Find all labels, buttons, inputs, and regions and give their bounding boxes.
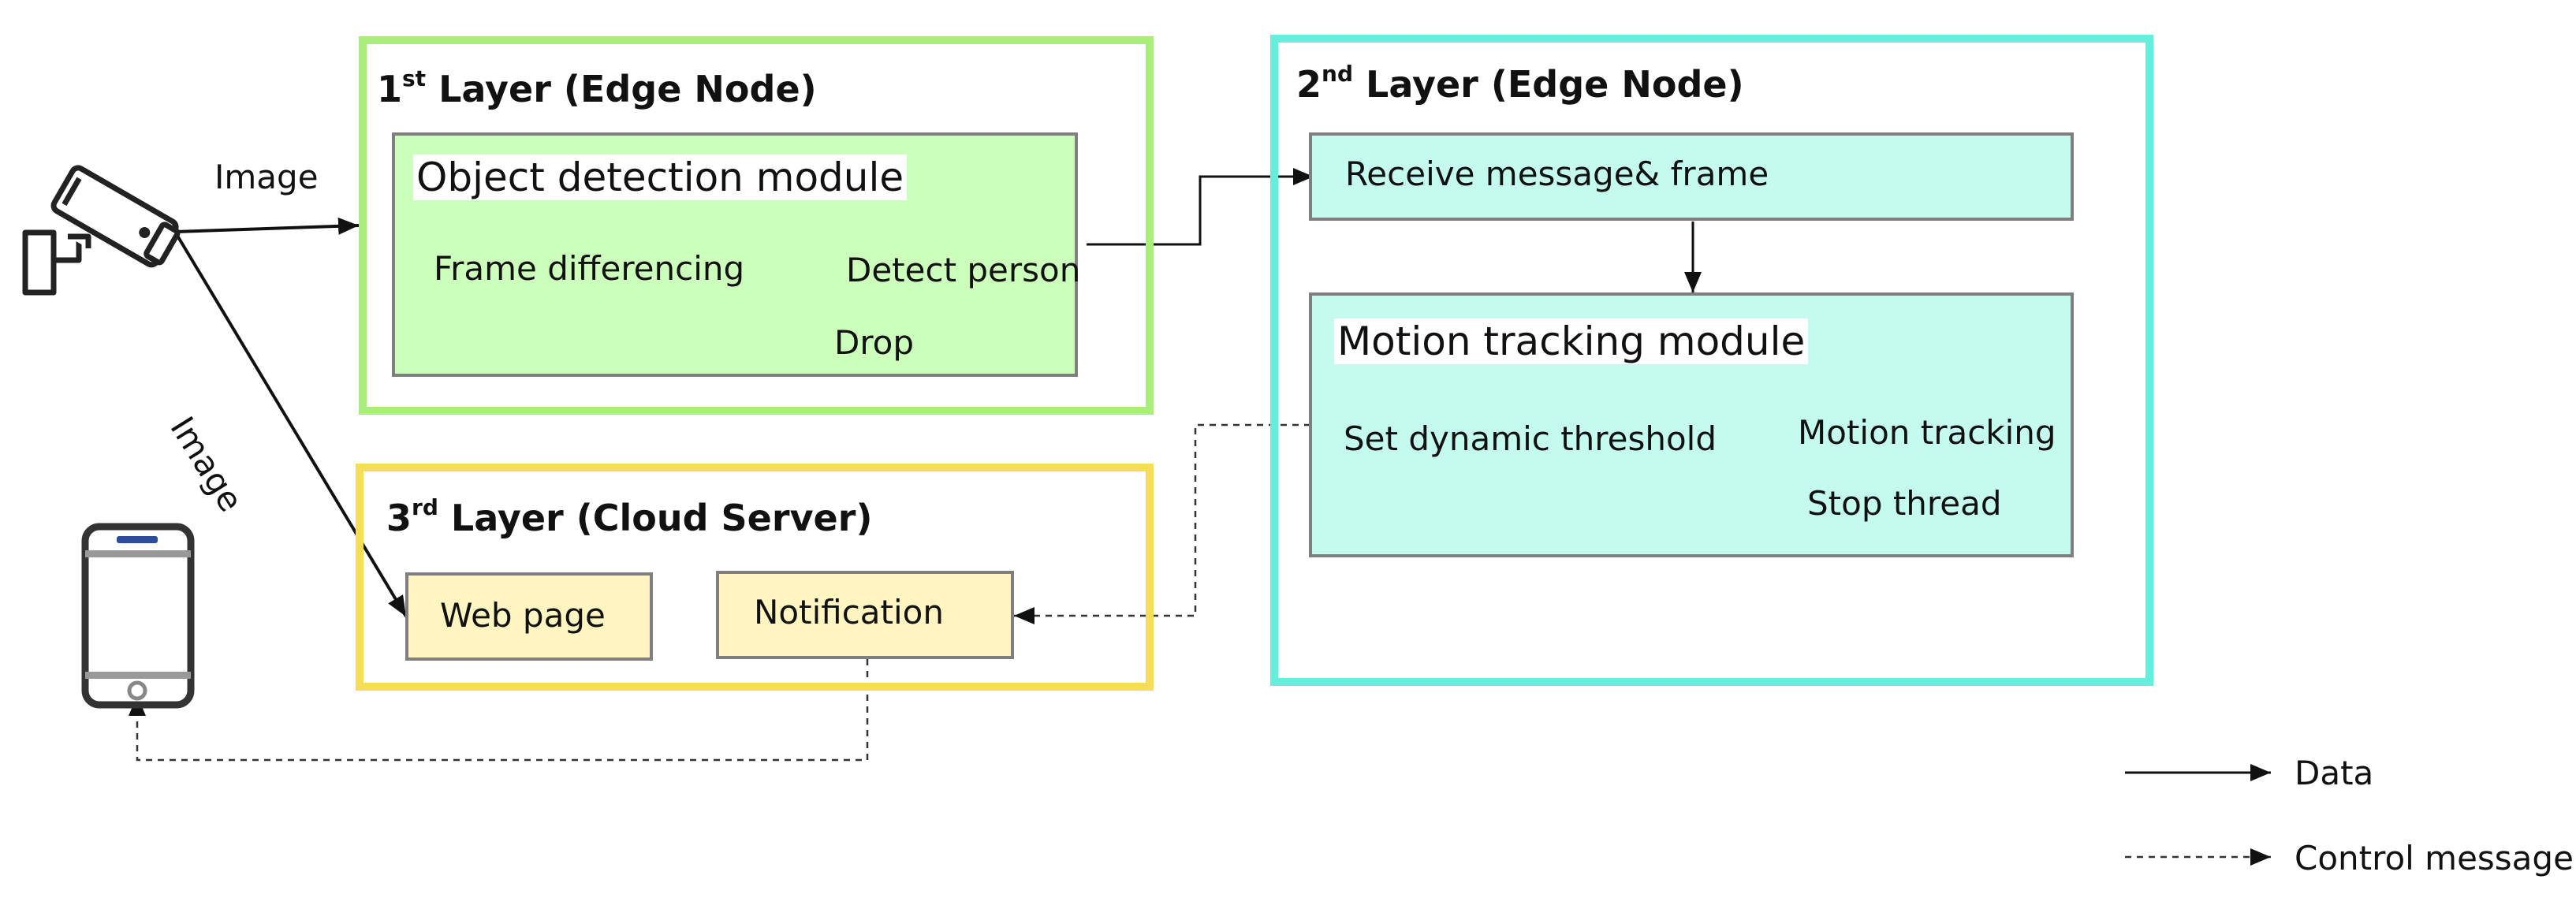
stop-thread-step: Stop thread [1807, 484, 2002, 523]
layer2-container [1270, 35, 2153, 686]
layer2-ordinal: nd [1322, 61, 1353, 87]
smartphone-icon [81, 523, 195, 709]
arrow-camera-to-layer1 [174, 217, 360, 235]
layer3-number: 3 [386, 497, 412, 539]
web-page-label: Web page [440, 596, 606, 635]
set-threshold-step: Set dynamic threshold [1344, 419, 1717, 458]
receive-message-box[interactable] [1309, 132, 2074, 221]
receive-message-label: Receive message& frame [1345, 155, 1769, 193]
layer1-label: Layer (Edge Node) [438, 68, 817, 110]
layer3-container [356, 464, 1154, 691]
cctv-camera-icon [22, 165, 181, 296]
notification-box[interactable] [716, 571, 1014, 659]
layer1-number: 1 [377, 68, 403, 110]
notification-label: Notification [754, 593, 944, 631]
layer1-title: 1st Layer (Edge Node) [377, 65, 817, 111]
layer3-ordinal: rd [412, 494, 438, 520]
legend-data-label: Data [2295, 754, 2374, 792]
motion-tracking-title: Motion tracking module [1334, 319, 1809, 364]
object-detection-title: Object detection module [413, 155, 908, 200]
layer2-title: 2nd Layer (Edge Node) [1296, 63, 1744, 106]
layer2-label: Layer (Edge Node) [1366, 63, 1744, 106]
layer3-title: 3rd Layer (Cloud Server) [386, 494, 873, 540]
web-page-box[interactable] [405, 572, 653, 661]
motion-tracking-step: Motion tracking [1798, 413, 2056, 452]
arrow-layer1-to-receive [1087, 168, 1314, 246]
drop-step: Drop [834, 323, 915, 362]
control-motion-to-notification [1014, 423, 1310, 624]
legend-control-label: Control message [2295, 839, 2574, 877]
layer3-label: Layer (Cloud Server) [450, 497, 873, 539]
frame-differencing-step: Frame differencing [434, 249, 745, 288]
detect-person-step: Detect person [846, 251, 1081, 289]
control-notification-to-phone [129, 659, 869, 762]
layer2-number: 2 [1296, 63, 1322, 106]
layer1-ordinal: st [402, 65, 427, 91]
layer1-container [359, 36, 1154, 415]
image-label-top: Image [214, 158, 319, 196]
arrow-camera-to-webpage [173, 230, 408, 618]
